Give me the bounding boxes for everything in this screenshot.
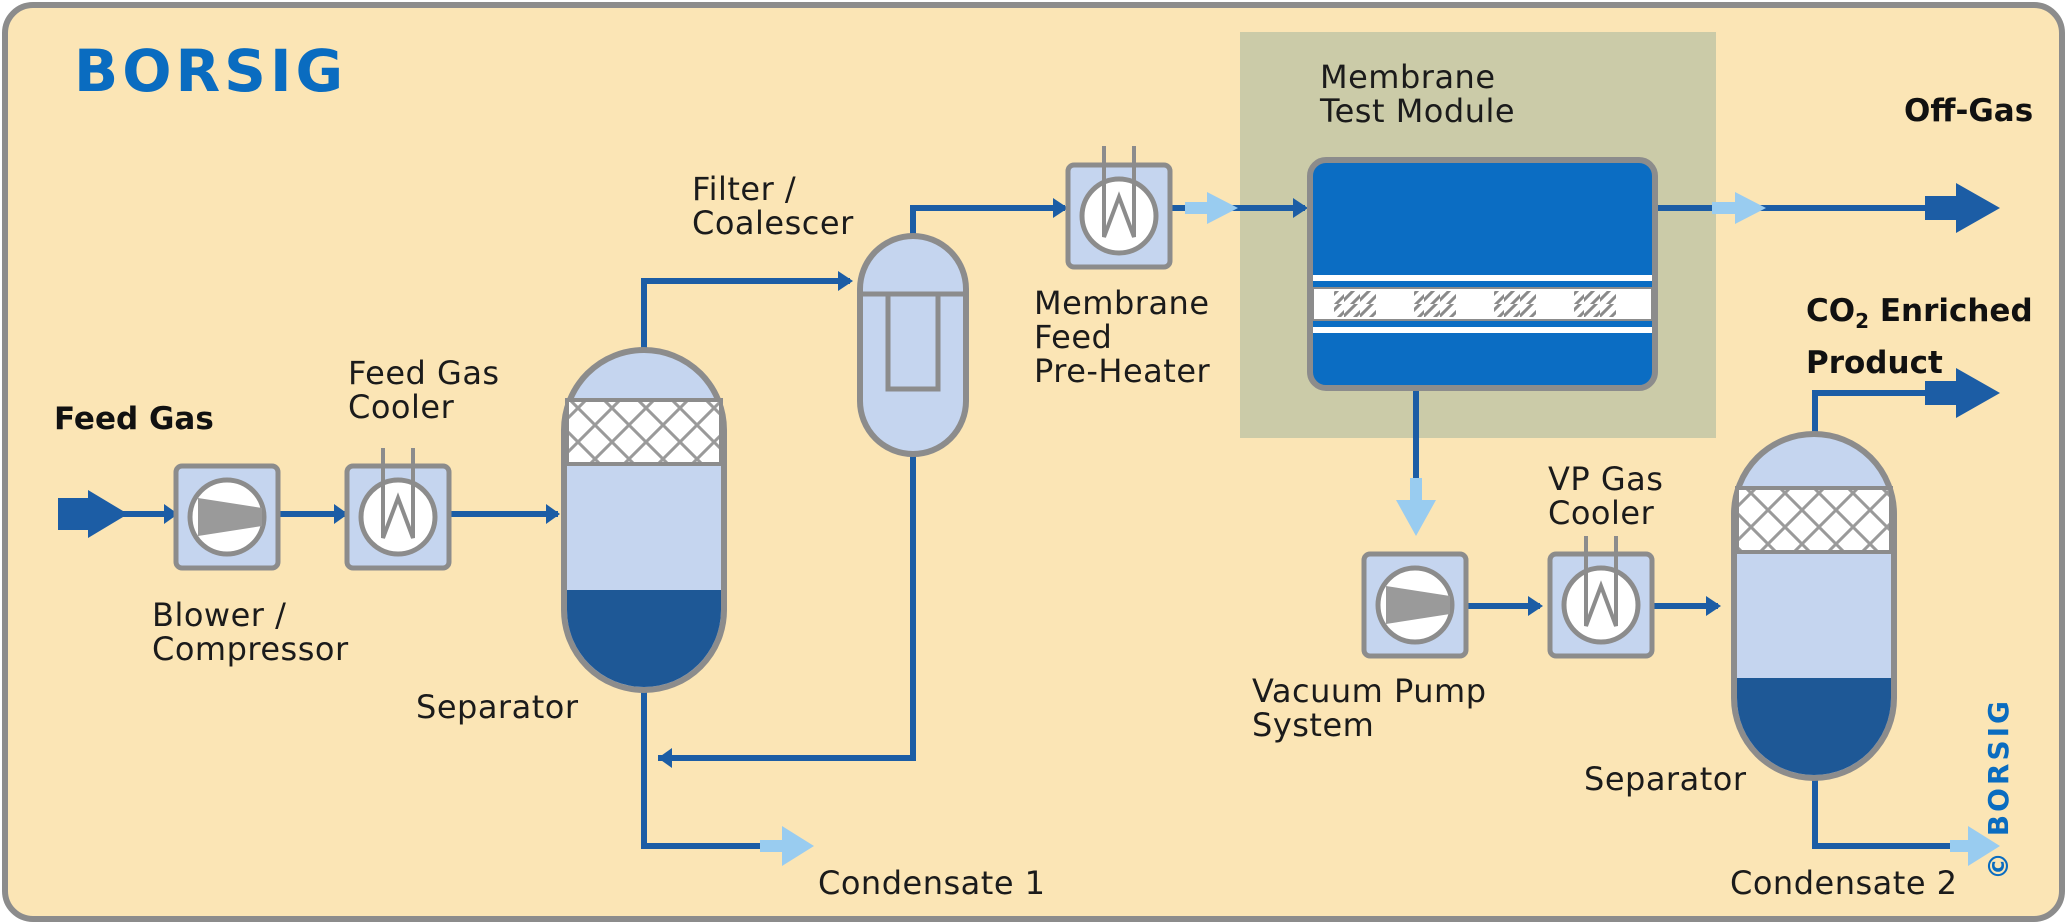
arrowhead-preheater	[1053, 198, 1068, 218]
blower-label-line-2: Compressor	[152, 630, 349, 668]
separator-1-label: Separator	[416, 688, 579, 726]
blower-compressor-icon	[173, 463, 281, 571]
condensate-2-label: Condensate 2	[1730, 864, 1958, 902]
vp-gas-cooler-label: VP Gas Cooler	[1548, 462, 1663, 530]
product-arrow	[1925, 368, 2000, 418]
vp-gas-cooler-label-line-1: VP Gas	[1548, 460, 1664, 498]
filter-label-line-1: Filter /	[692, 170, 797, 208]
arrowhead-filter	[838, 271, 853, 291]
filter-label: Filter / Coalescer	[692, 172, 854, 240]
light-arrow-condensate-1	[760, 826, 814, 866]
pipe-product	[1812, 390, 1935, 434]
test-module-label-line-1: Membrane	[1320, 58, 1496, 96]
co2-product-co: CO	[1806, 293, 1856, 329]
separator-2-label: Separator	[1584, 760, 1747, 798]
vp-gas-cooler-label-line-2: Cooler	[1548, 494, 1655, 532]
arrowhead-cooler	[334, 504, 348, 524]
pipe-separator-filter	[641, 278, 850, 350]
pre-heater-label-line-3: Pre-Heater	[1034, 352, 1211, 390]
condensate-1-label: Condensate 1	[818, 864, 1046, 902]
arrows	[58, 183, 2000, 866]
light-arrow-condensate-2	[1950, 826, 2000, 866]
separator-2-icon	[1731, 431, 1897, 781]
light-arrow-preheater-out	[1185, 192, 1238, 224]
filter-coalescer-icon	[857, 233, 969, 457]
separator-1-icon	[561, 347, 727, 693]
test-module-label-line-2: Test Module	[1320, 92, 1516, 130]
filter-label-line-2: Coalescer	[692, 204, 854, 242]
test-module-label: Membrane Test Module	[1320, 60, 1515, 128]
brand-logo: BORSIG	[74, 37, 348, 105]
feed-gas-cooler-icon	[344, 448, 452, 571]
co2-product-label-line-2: Product	[1806, 345, 1943, 382]
arrowhead-separator	[546, 504, 560, 524]
co2-product-label-line-1: CO2 Enriched	[1806, 290, 2033, 342]
pre-heater-label-line-1: Membrane	[1034, 284, 1210, 322]
vacuum-pump-label-line-1: Vacuum Pump	[1252, 672, 1487, 710]
vacuum-pump-label-line-2: System	[1252, 706, 1375, 744]
pipe-filter-drain	[658, 455, 916, 761]
vacuum-pump-label: Vacuum Pump System	[1252, 674, 1487, 742]
light-arrow-offgas	[1712, 192, 1766, 224]
copyright-text: © BORSIG	[1982, 697, 2015, 880]
pipe-filter-preheater	[910, 205, 1065, 242]
feed-gas-cooler-label-line-1: Feed Gas	[348, 354, 500, 392]
co2-product-subscript: 2	[1855, 309, 1870, 334]
pre-heater-label: Membrane Feed Pre-Heater	[1034, 286, 1210, 388]
pipe-condensate-1	[641, 690, 770, 849]
feed-gas-label: Feed Gas	[54, 401, 214, 437]
arrowhead-vp-cooler	[1528, 596, 1543, 616]
blower-label-line-1: Blower /	[152, 596, 287, 634]
feed-gas-cooler-label: Feed Gas Cooler	[348, 356, 500, 424]
blower-label: Blower / Compressor	[152, 598, 349, 666]
off-gas-label: Off-Gas	[1904, 93, 2034, 129]
vp-gas-cooler-icon	[1547, 536, 1655, 659]
pre-heater-icon	[1065, 146, 1173, 270]
pipe-condensate-2	[1812, 778, 1965, 849]
co2-product-label: CO2 Enriched Product	[1806, 290, 2033, 384]
vacuum-pump-icon	[1361, 551, 1469, 659]
arrowhead-blower	[164, 504, 178, 524]
arrowhead-drain	[658, 748, 672, 768]
co2-product-enriched: Enriched	[1869, 293, 2033, 329]
light-arrow-vacuum	[1396, 478, 1436, 536]
membrane-module-icon	[1307, 157, 1658, 391]
arrowhead-separator2	[1706, 596, 1721, 616]
arrowhead-module	[1293, 198, 1308, 218]
feed-arrow	[58, 490, 128, 538]
pre-heater-label-line-2: Feed	[1034, 318, 1113, 356]
offgas-arrow	[1925, 183, 2000, 233]
feed-gas-cooler-label-line-2: Cooler	[348, 388, 455, 426]
